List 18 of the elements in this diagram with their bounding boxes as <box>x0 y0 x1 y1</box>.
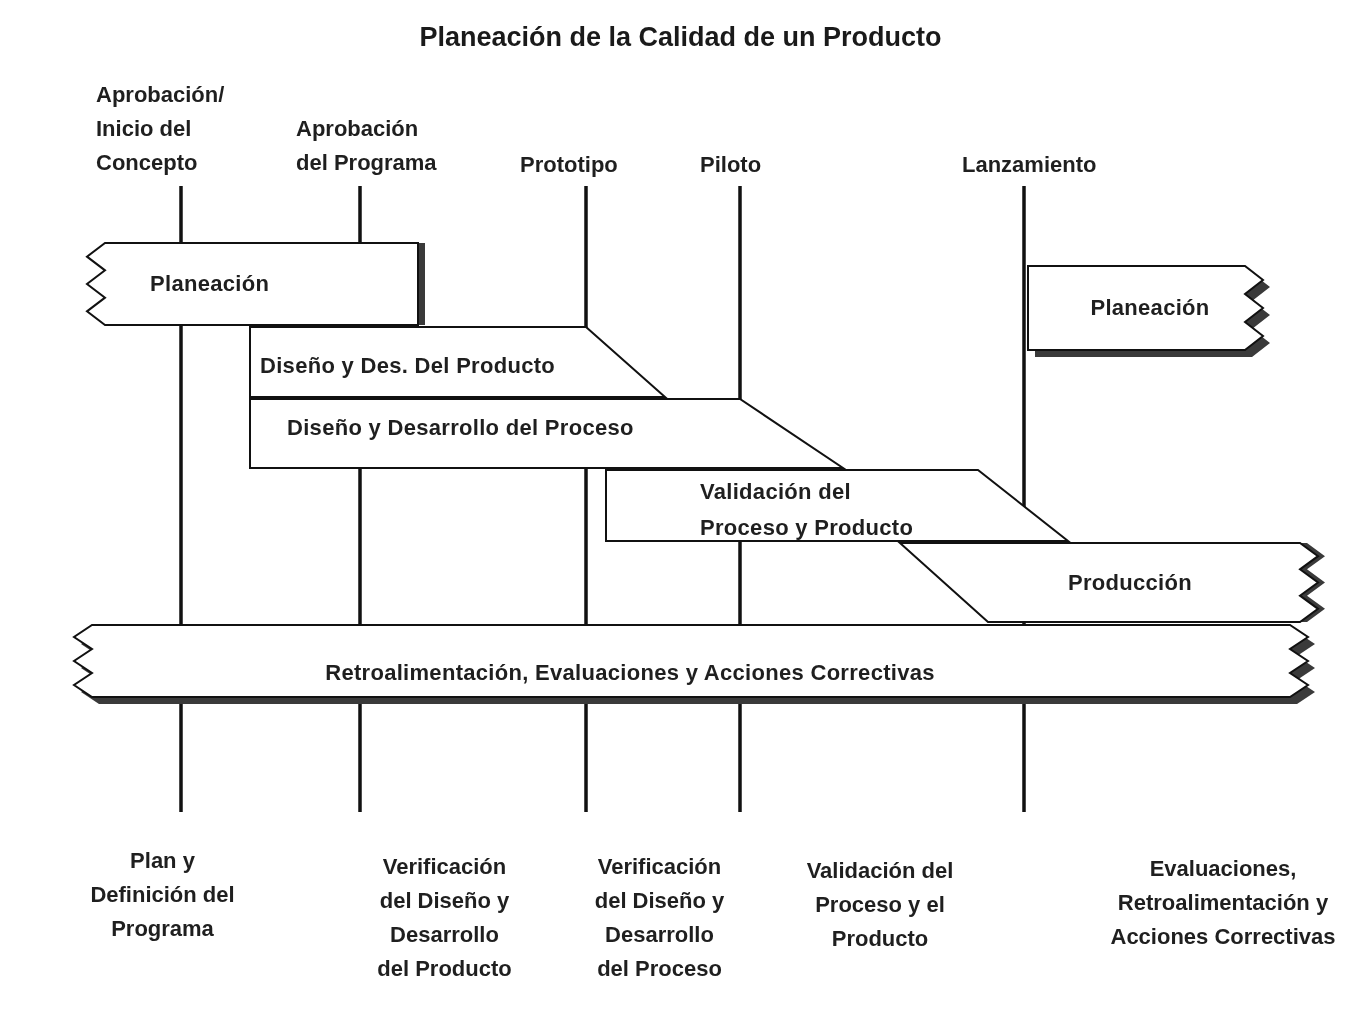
milestone-label: Verificación del Diseño y Desarrollo del Proceso <box>593 853 726 983</box>
phase-label: Validación del Proceso y Producto <box>700 478 915 542</box>
phase-label: Planeación <box>150 270 271 298</box>
phase-label: Diseño y Des. Del Producto <box>260 352 557 380</box>
phase-label: Diseño y Desarrollo del Proceso <box>287 414 635 442</box>
phase-label: Retroalimentación, Evaluaciones y Acciones Correctivas <box>324 659 936 687</box>
milestone-label: Aprobación/ Inicio del Concepto <box>96 81 226 177</box>
milestone-label: Validación del Proceso y el Producto <box>805 857 955 953</box>
phase-label: Planeación <box>1089 294 1211 322</box>
milestone-label: Piloto <box>700 151 763 179</box>
milestone-label: Lanzamiento <box>962 151 1098 179</box>
diagram-title: Planeación de la Calidad de un Producto <box>418 22 943 53</box>
milestone-label: Verificación del Diseño y Desarrollo del Producto <box>376 853 513 983</box>
milestone-label: Prototipo <box>520 151 619 179</box>
milestone-label: Evaluaciones, Retroalimentación y Acciones Correctivas <box>1109 855 1337 951</box>
milestone-label: Aprobación del Programa <box>296 115 438 177</box>
phase-label: Producción <box>1067 569 1193 597</box>
milestone-label: Plan y Definición del Programa <box>89 847 236 943</box>
